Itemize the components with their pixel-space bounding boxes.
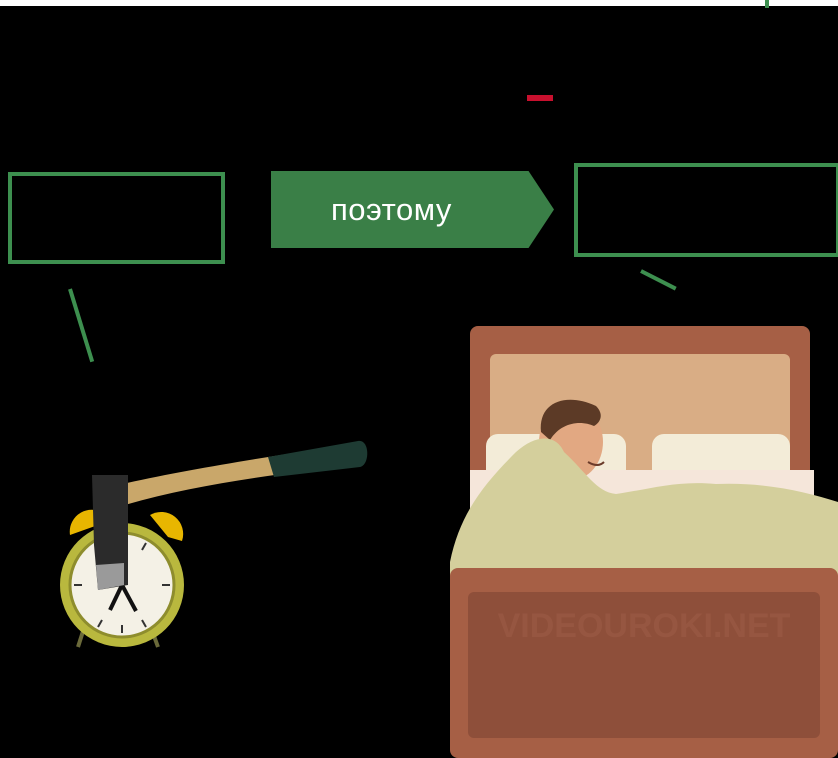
connector-arrow: поэтому bbox=[271, 171, 554, 248]
watermark-text: VIDEOUROKI.NET bbox=[498, 607, 791, 645]
left-blank-box[interactable] bbox=[8, 172, 225, 264]
right-connector-line bbox=[640, 269, 677, 290]
axe-on-alarm-clock-illustration bbox=[40, 425, 380, 665]
top-white-strip bbox=[0, 0, 838, 6]
right-blank-box[interactable] bbox=[574, 163, 838, 257]
left-connector-line bbox=[68, 288, 94, 362]
connector-arrow-label: поэтому bbox=[331, 192, 452, 228]
red-dash-marker bbox=[527, 95, 553, 101]
axe-grip bbox=[268, 441, 367, 477]
man-sleeping-in-bed-illustration: VIDEOUROKI.NET bbox=[446, 322, 838, 758]
top-green-tick bbox=[765, 0, 769, 8]
